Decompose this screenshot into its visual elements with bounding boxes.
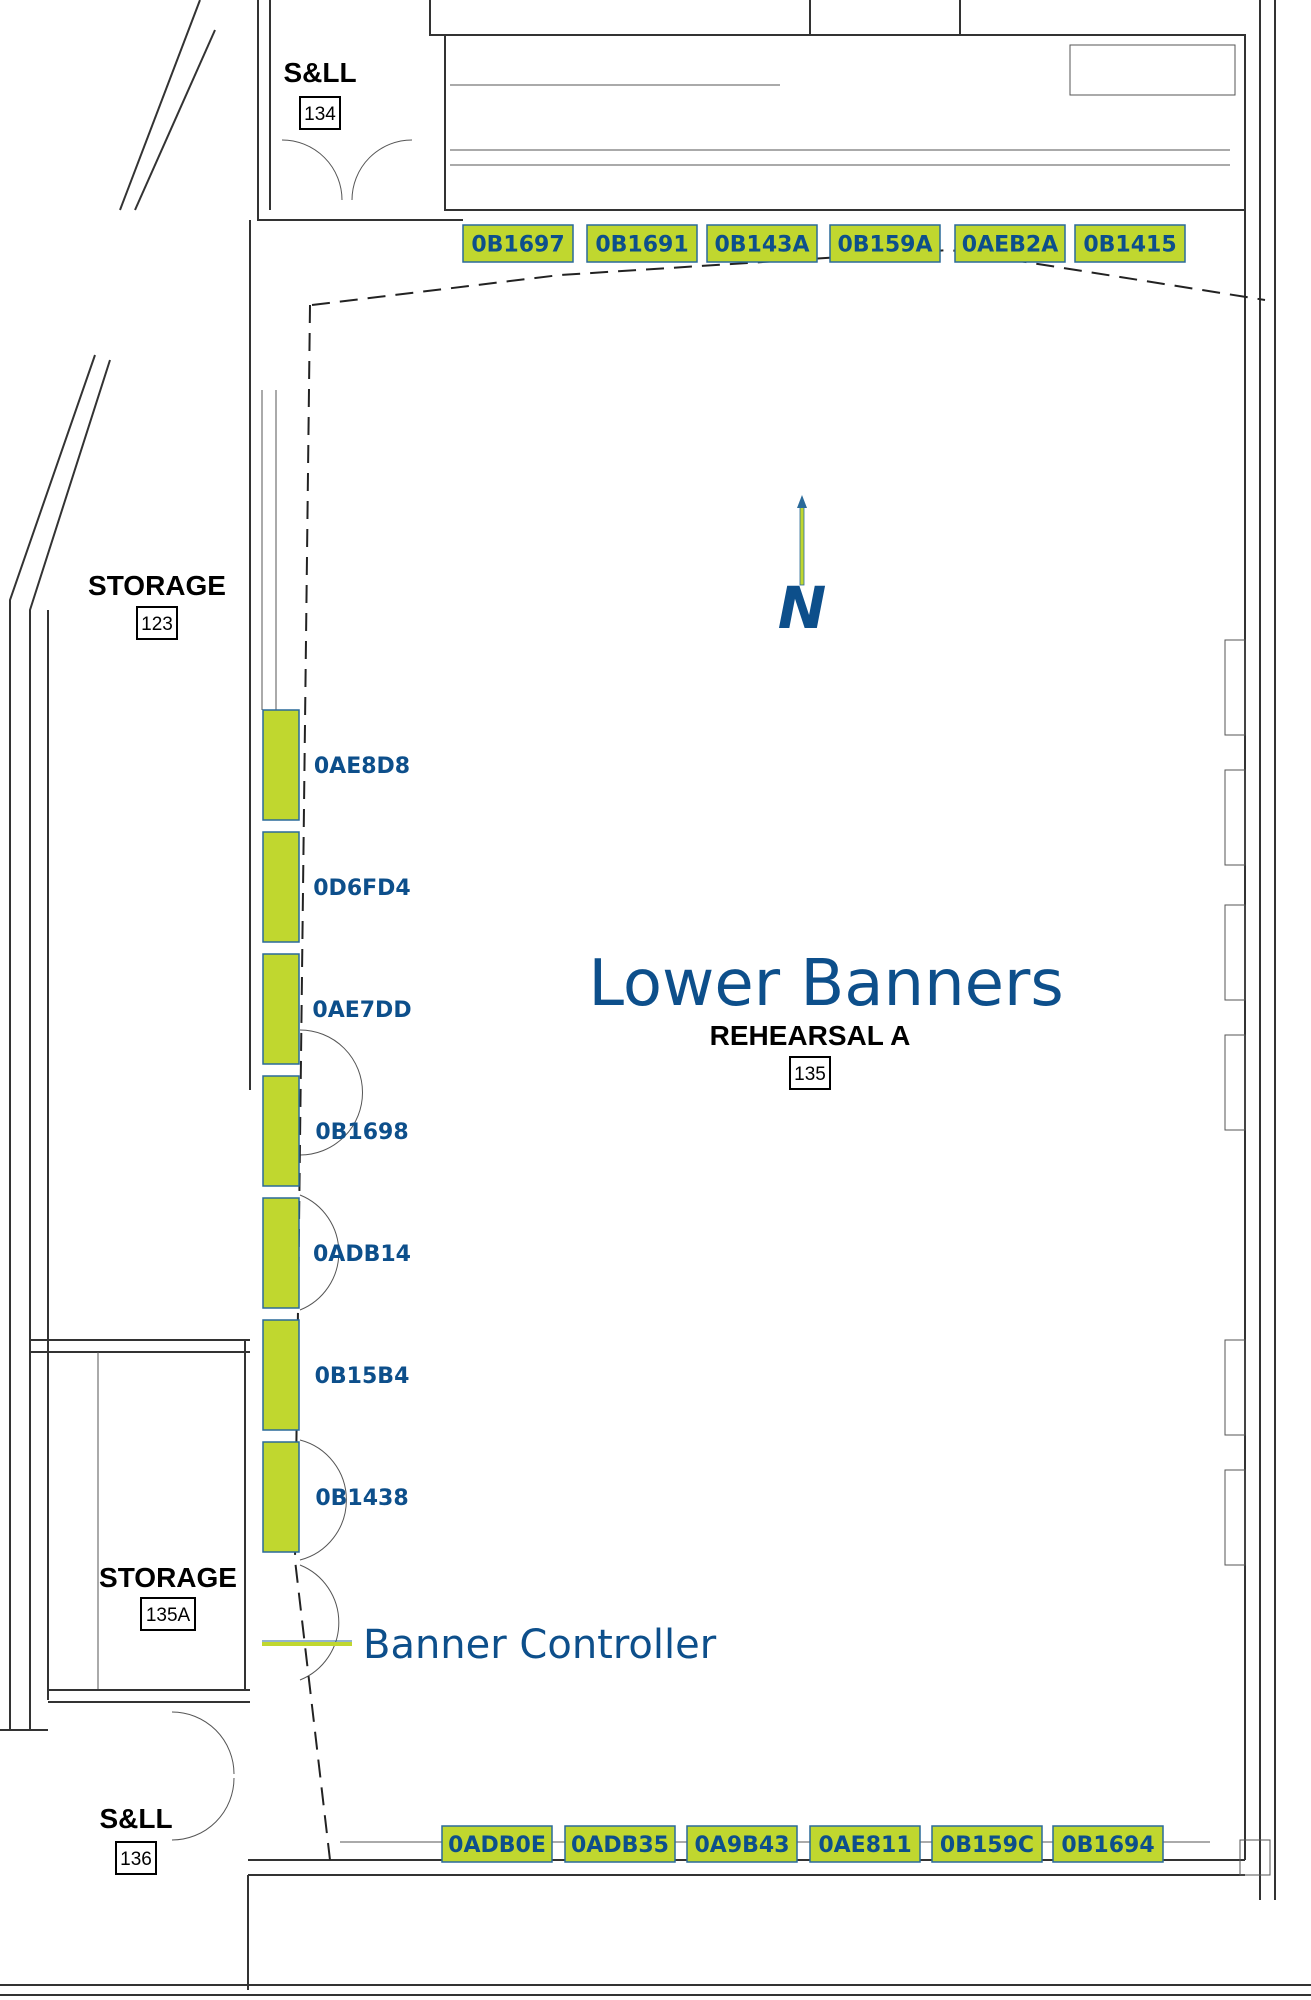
banner-box	[262, 831, 300, 943]
banner-id: 0AE811	[818, 1833, 911, 1858]
banner-id: 0B159A	[837, 233, 932, 258]
plan-title: Lower Banners	[588, 947, 1063, 1021]
banner-box	[441, 1825, 553, 1863]
banner-box	[686, 1825, 798, 1863]
banner-id: 0B143A	[714, 233, 809, 258]
room-number-box	[115, 1841, 157, 1875]
banner-box	[586, 224, 698, 263]
banner-id: 0AE8D8	[314, 754, 410, 779]
banners-left: 0AE8D8 0D6FD4 0AE7DD 0B1698 0ADB14 0B15B4 0B14…	[262, 709, 412, 1553]
room-storage-135a: STORAGE 135A	[99, 1562, 237, 1631]
room-name: STORAGE	[88, 570, 226, 601]
banner-box	[829, 224, 941, 263]
banner[interactable]: 0B159C	[931, 1825, 1043, 1863]
banner-box	[1052, 1825, 1164, 1863]
room-storage-123: STORAGE 123	[88, 570, 226, 640]
banner[interactable]: 0AE7DD	[262, 953, 412, 1065]
banner-box	[262, 1075, 300, 1187]
room-name: S&LL	[99, 1803, 172, 1834]
banners-bottom: 0ADB0E 0ADB35 0A9B43 0AE811 0B159C 0B1694	[441, 1825, 1164, 1863]
room-number-box	[140, 1597, 196, 1631]
room-rehearsal-a: REHEARSAL A 135	[710, 1020, 911, 1090]
banner-box	[262, 1197, 300, 1309]
banner-id: 0D6FD4	[313, 876, 410, 901]
banners-top: 0B1697 0B1691 0B143A 0B159A 0AEB2A 0B1415	[462, 224, 1186, 263]
banner[interactable]: 0AEB2A	[954, 224, 1066, 263]
room-name: S&LL	[283, 57, 356, 88]
banner-box	[1074, 224, 1186, 263]
room-number: 135	[794, 1064, 826, 1085]
banner-id: 0B159C	[940, 1833, 1034, 1858]
banner-box	[809, 1825, 921, 1863]
room-number-box	[789, 1056, 831, 1090]
room-number-box	[136, 606, 178, 640]
banner-id: 0B1438	[315, 1486, 408, 1511]
banner[interactable]: 0ADB35	[564, 1825, 676, 1863]
banner-box	[462, 224, 574, 263]
banner[interactable]: 0B1438	[262, 1441, 409, 1553]
room-sll-134: S&LL 134	[283, 57, 357, 130]
banner[interactable]: 0B1698	[262, 1075, 409, 1187]
banner[interactable]: 0B15B4	[262, 1319, 410, 1431]
banner[interactable]: 0B1694	[1052, 1825, 1164, 1863]
banner[interactable]: 0D6FD4	[262, 831, 411, 943]
banner-id: 0AE7DD	[312, 998, 411, 1023]
north-label: N	[778, 574, 827, 642]
controller-label: Banner Controller	[363, 1622, 717, 1668]
banner-box	[564, 1825, 676, 1863]
north-arrow-icon: N	[778, 495, 827, 642]
banner-id: 0ADB0E	[448, 1833, 546, 1858]
banner-id: 0B1697	[471, 233, 564, 258]
banner[interactable]: 0A9B43	[686, 1825, 798, 1863]
banner-box	[262, 1319, 300, 1431]
room-number: 135A	[146, 1605, 191, 1626]
banner-id: 0A9B43	[694, 1833, 789, 1858]
banner[interactable]: 0B1691	[586, 224, 698, 263]
banner[interactable]: 0ADB0E	[441, 1825, 553, 1863]
banner[interactable]: 0ADB14	[262, 1197, 411, 1309]
room-number-box	[299, 96, 341, 130]
banner-box	[931, 1825, 1043, 1863]
banner[interactable]: 0B1697	[462, 224, 574, 263]
banner-box	[262, 1441, 300, 1553]
banner-id: 0AEB2A	[962, 233, 1058, 258]
banner[interactable]: 0B159A	[829, 224, 941, 263]
room-name: STORAGE	[99, 1562, 237, 1593]
banner-id: 0B15B4	[315, 1364, 410, 1389]
banner[interactable]: 0B143A	[706, 224, 818, 263]
banner[interactable]: 0AE811	[809, 1825, 921, 1863]
banner-controller: Banner Controller	[262, 1622, 717, 1668]
banner-box	[262, 953, 300, 1065]
room-sll-136: S&LL 136	[99, 1803, 173, 1875]
room-number: 136	[120, 1849, 152, 1870]
banner-id: 0B1691	[595, 233, 688, 258]
banner-id: 0ADB35	[571, 1833, 669, 1858]
banner-id: 0ADB14	[313, 1242, 411, 1267]
room-name: REHEARSAL A	[710, 1020, 911, 1051]
room-number: 123	[141, 614, 173, 635]
banner[interactable]: 0B1415	[1074, 224, 1186, 263]
banner-id: 0B1415	[1083, 233, 1176, 258]
room-number: 134	[304, 104, 336, 125]
banner-box	[954, 224, 1066, 263]
banner-box	[262, 709, 300, 821]
banner-box	[706, 224, 818, 263]
banner-id: 0B1694	[1061, 1833, 1154, 1858]
banner-id: 0B1698	[315, 1120, 408, 1145]
banner[interactable]: 0AE8D8	[262, 709, 410, 821]
